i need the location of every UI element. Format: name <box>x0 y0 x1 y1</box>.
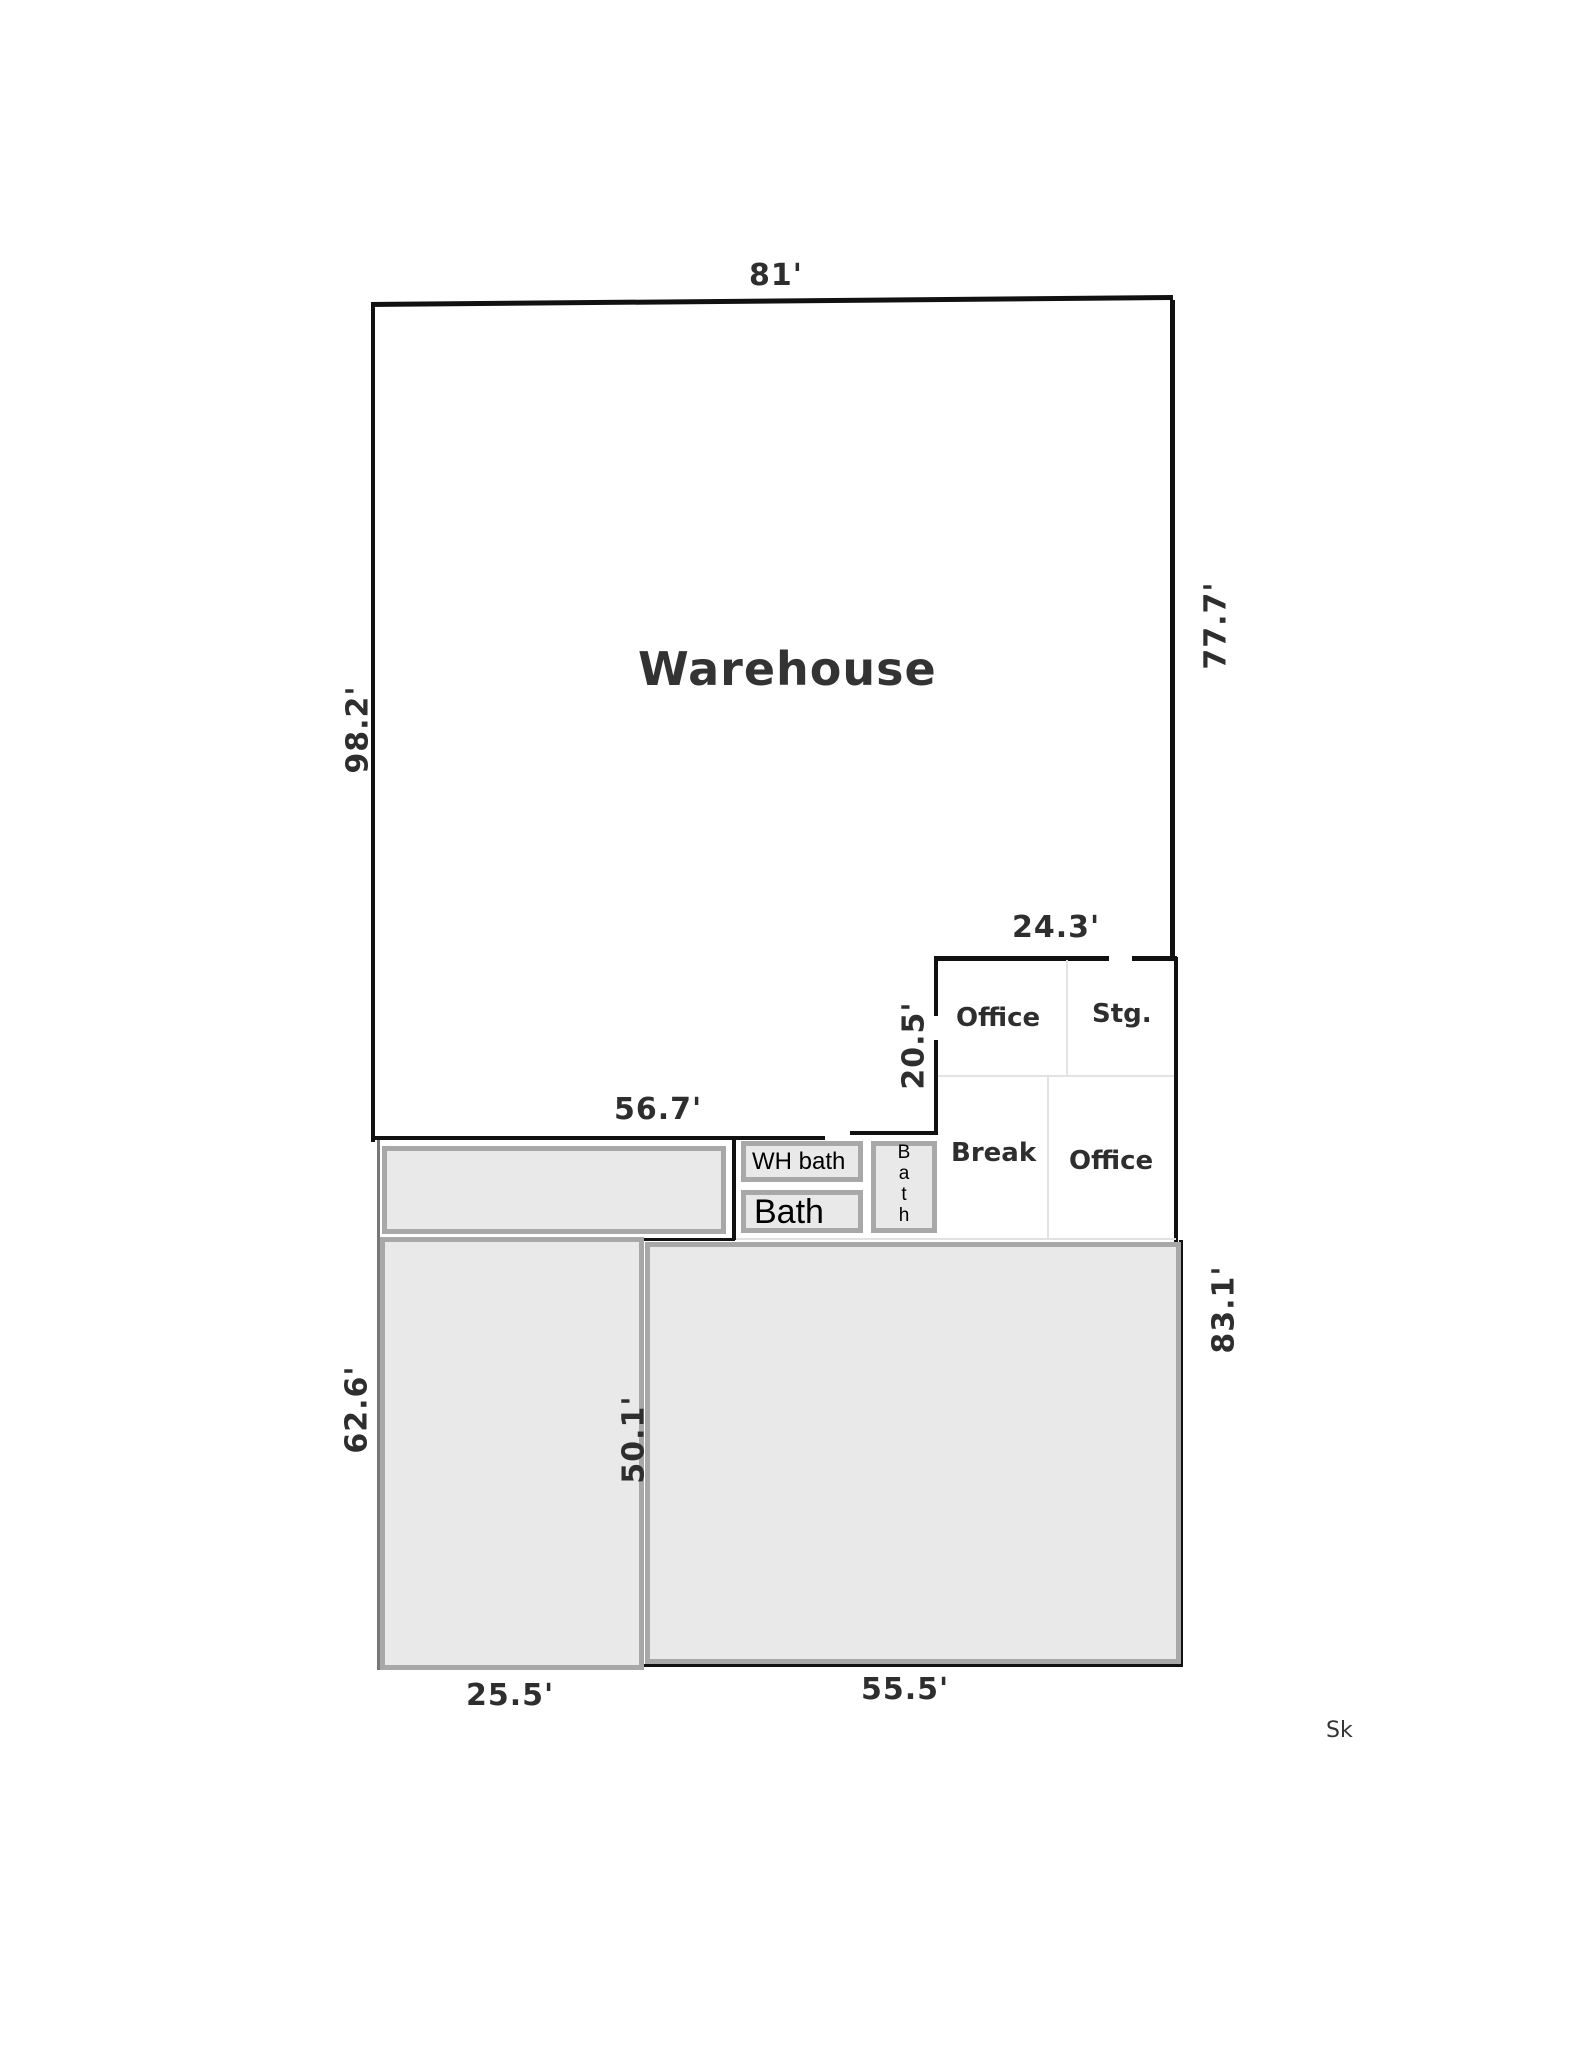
wall-right-office <box>1174 957 1178 1242</box>
wall-notch-left-upper <box>934 958 938 1016</box>
room-label-office-bottom: Office <box>1069 1146 1154 1176</box>
wall-right-lower <box>1179 1240 1183 1665</box>
room-label-wh-bath: WH bath <box>752 1148 846 1175</box>
room-label-break: Break <box>951 1138 1037 1168</box>
shaded-room-lower-right <box>645 1242 1181 1664</box>
dimension-top: 81' <box>749 258 803 293</box>
room-wh-bath: WH bath <box>741 1141 863 1182</box>
wall-notch-top-right <box>1132 956 1177 961</box>
room-label-warehouse: Warehouse <box>638 642 937 696</box>
dimension-left-lower: 62.6' <box>339 1365 375 1454</box>
wall-left-upper <box>371 306 375 1142</box>
partition-horizontal-mid <box>938 1075 1174 1077</box>
wall-right-upper <box>1170 300 1175 960</box>
room-bath: Bath <box>741 1190 863 1233</box>
dimension-bottom-left: 25.5' <box>466 1678 555 1713</box>
dimension-notch-side: 20.5' <box>896 1001 932 1090</box>
dimension-right-upper: 77.7' <box>1198 581 1234 670</box>
partition-bottom-line <box>736 1238 1176 1240</box>
dimension-inner-wall: 56.7' <box>614 1092 703 1127</box>
wall-top <box>370 295 1173 307</box>
wall-bottom-right <box>643 1664 1183 1667</box>
dimension-bottom-right: 55.5' <box>861 1672 950 1707</box>
partition-vertical-top <box>1066 960 1068 1076</box>
dimension-notch-top: 24.3' <box>1012 910 1101 945</box>
partition-vertical-bottom <box>1047 1077 1049 1240</box>
dimension-inner-vertical: 50.1' <box>616 1395 652 1484</box>
wall-inner-horizontal <box>375 1136 825 1140</box>
room-label-office-top: Office <box>956 1003 1041 1033</box>
room-bath-vertical: B a t h <box>871 1141 937 1233</box>
shaded-room-lower-left <box>380 1237 644 1670</box>
wall-inner-bottom <box>643 1238 735 1241</box>
dimension-right-lower: 83.1' <box>1206 1265 1242 1354</box>
room-label-bath-vertical: B a t h <box>897 1142 911 1226</box>
wall-inner-horizontal-right <box>850 1131 938 1135</box>
dimension-left-upper: 98.2' <box>340 685 376 774</box>
wall-notch-top <box>934 956 1109 961</box>
wall-left-lower <box>377 1140 380 1670</box>
wall-notch-left-lower <box>934 1040 938 1134</box>
room-label-bath: Bath <box>754 1193 824 1231</box>
room-label-storage: Stg. <box>1092 999 1152 1029</box>
footer-text: Sk <box>1326 1718 1353 1743</box>
shaded-room-upper-left <box>382 1146 726 1234</box>
wall-inner-connector <box>732 1138 736 1240</box>
